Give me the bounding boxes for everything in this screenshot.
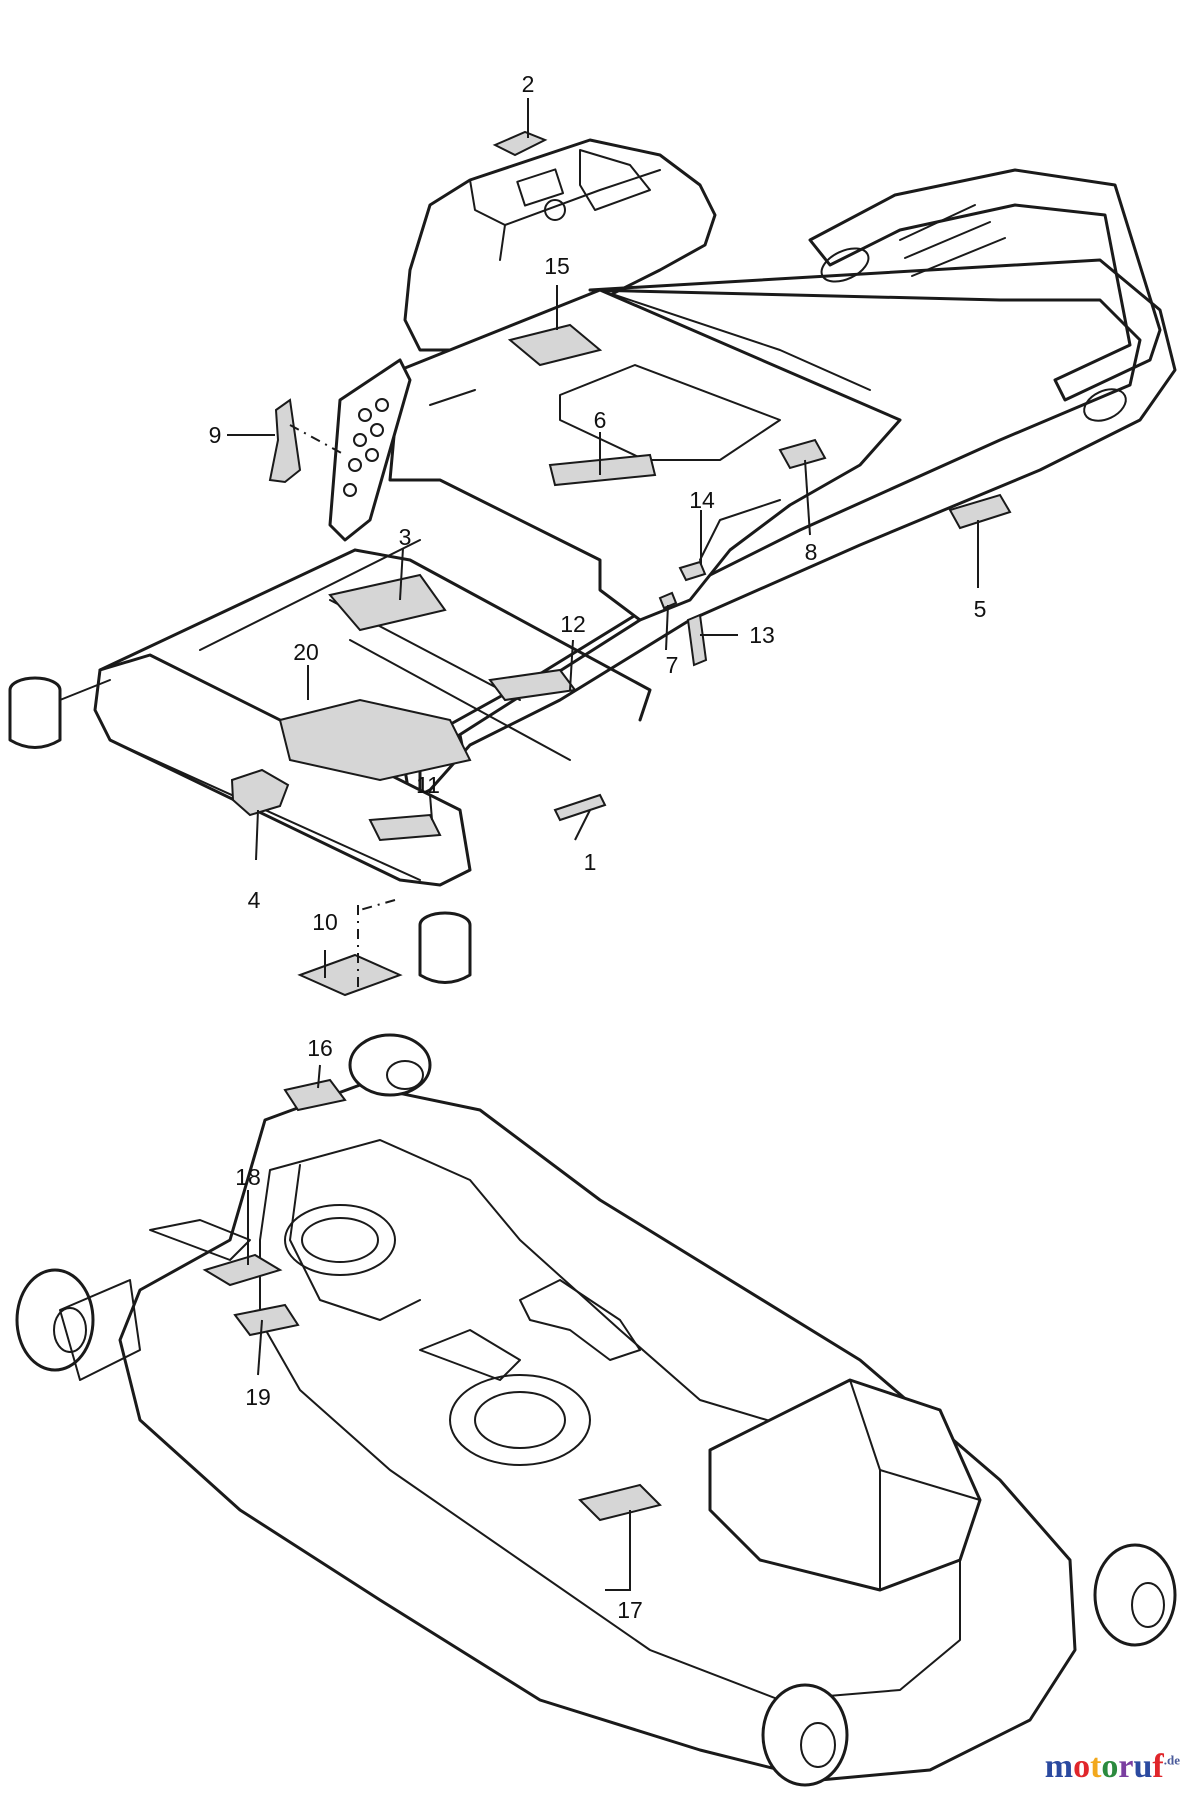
watermark-letter: m xyxy=(1044,1748,1074,1785)
decal-6 xyxy=(548,453,657,487)
deck-wheel-right xyxy=(1093,1543,1177,1647)
control-console xyxy=(403,138,717,352)
rear-fender-right xyxy=(808,168,1162,402)
watermark-text: motoruf xyxy=(1045,1748,1164,1785)
decal-2 xyxy=(492,130,548,157)
decal-9 xyxy=(268,398,302,484)
callout-19: 19 xyxy=(245,1384,271,1410)
callout-3: 3 xyxy=(399,524,412,550)
decal-18 xyxy=(202,1253,283,1287)
callout-12: 12 xyxy=(560,611,586,637)
watermark-suffix: .de xyxy=(1163,1752,1180,1768)
mower-deck-assembly xyxy=(15,1033,1177,1787)
callout-4: 4 xyxy=(248,887,261,913)
callout-7: 7 xyxy=(666,652,679,678)
callout-10: 10 xyxy=(312,909,338,935)
decal-16 xyxy=(283,1078,347,1112)
watermark-letter: f xyxy=(1152,1748,1164,1785)
callout-14: 14 xyxy=(689,487,715,513)
watermark-logo: motoruf.de xyxy=(1045,1748,1180,1786)
deck-wheel-bottom xyxy=(761,1683,849,1787)
decal-19 xyxy=(233,1303,300,1337)
front-caster-left xyxy=(8,676,111,749)
decal-5 xyxy=(948,493,1012,530)
decal-8 xyxy=(778,438,827,470)
callout-17: 17 xyxy=(617,1597,643,1623)
leader-lines xyxy=(227,98,979,1591)
decal-15 xyxy=(507,323,603,367)
callout-11: 11 xyxy=(416,772,440,798)
decal-1 xyxy=(553,793,607,822)
deck-wheel-top xyxy=(348,1033,432,1097)
front-caster-right xyxy=(418,911,472,984)
decal-17 xyxy=(578,1483,662,1522)
decal-11 xyxy=(368,813,442,842)
callout-15: 15 xyxy=(544,253,570,279)
decal-20 xyxy=(278,698,472,782)
watermark-letter: o xyxy=(1101,1748,1119,1785)
decal-7 xyxy=(658,591,678,610)
callout-labels: 1 2 3 4 5 6 7 8 9 10 11 12 13 14 15 16 1… xyxy=(209,71,987,1623)
callout-6: 6 xyxy=(594,407,607,433)
watermark-letter: r xyxy=(1118,1748,1134,1785)
callout-5: 5 xyxy=(974,596,987,622)
watermark-letter: o xyxy=(1073,1748,1091,1785)
belt-cover xyxy=(708,1378,982,1592)
callout-9: 9 xyxy=(209,422,222,448)
callout-20: 20 xyxy=(293,639,319,665)
frame-assembly xyxy=(8,130,1177,997)
decal-13 xyxy=(686,613,708,667)
decal-10 xyxy=(297,953,403,997)
callout-1: 1 xyxy=(584,849,597,875)
decal-14 xyxy=(678,560,707,582)
deck-wheel-left xyxy=(15,1268,141,1381)
callout-18: 18 xyxy=(235,1164,261,1190)
decal-3 xyxy=(328,573,447,632)
decal-4 xyxy=(230,768,290,817)
callout-2: 2 xyxy=(522,71,535,97)
callout-16: 16 xyxy=(307,1035,333,1061)
callout-8: 8 xyxy=(805,539,818,565)
callout-13: 13 xyxy=(749,622,775,648)
watermark-letter: u xyxy=(1133,1748,1153,1785)
watermark-letter: t xyxy=(1090,1748,1102,1785)
decal-12 xyxy=(488,668,577,702)
